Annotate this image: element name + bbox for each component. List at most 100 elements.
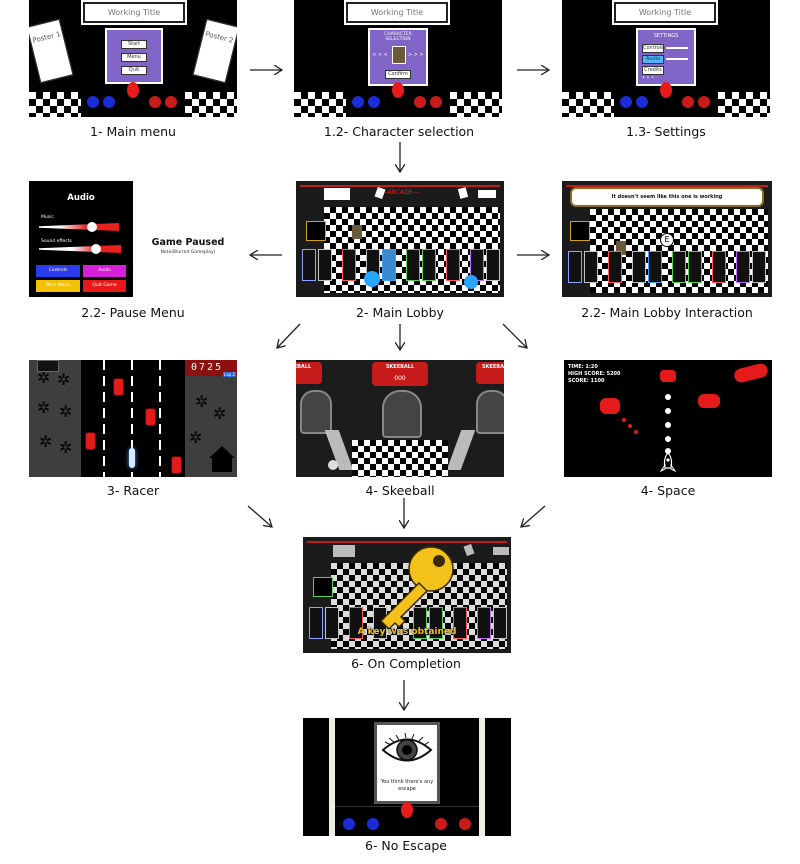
arcade-cabinet[interactable] <box>342 249 356 281</box>
arcade-cabinet[interactable] <box>413 607 427 639</box>
arcade-cabinet[interactable] <box>712 251 726 283</box>
arcade-cabinet[interactable] <box>584 251 598 283</box>
credits-option[interactable]: Credits <box>642 66 664 75</box>
arcade-cabinet[interactable] <box>736 251 750 283</box>
exit-door[interactable] <box>313 577 333 597</box>
blue-button-2[interactable] <box>367 818 379 830</box>
audio-option[interactable]: Audio <box>642 55 664 64</box>
player-rocket-icon[interactable] <box>658 452 678 474</box>
arcade-cabinet[interactable] <box>453 607 467 639</box>
skeeball-target-left[interactable] <box>300 390 332 434</box>
arcade-cabinet[interactable] <box>325 607 339 639</box>
character-selection-screen: Working Title CHARACTER SELECTION < < < … <box>294 0 502 117</box>
arcade-cabinet[interactable] <box>406 249 420 281</box>
arcade-cabinet[interactable] <box>648 251 662 283</box>
blue-button-2[interactable] <box>636 96 648 108</box>
red-button-2[interactable] <box>165 96 177 108</box>
player-motorbike[interactable] <box>129 448 135 468</box>
arcade-cabinet[interactable] <box>493 607 507 639</box>
arcade-cabinet[interactable] <box>302 249 316 281</box>
joystick-ball[interactable] <box>392 82 404 98</box>
arcade-cabinet[interactable] <box>477 607 491 639</box>
tree-icon: ✲ <box>195 392 209 411</box>
audio-button[interactable]: Audio <box>83 265 126 277</box>
caption-skeeball: 4- Skeeball <box>365 483 435 498</box>
blue-button-1[interactable] <box>352 96 364 108</box>
red-button-1[interactable] <box>414 96 426 108</box>
quit-button[interactable]: Quit <box>121 66 147 75</box>
arcade-cabinet[interactable] <box>608 251 622 283</box>
skeeball-ball[interactable] <box>328 460 338 470</box>
skeeball-target-right[interactable] <box>476 390 504 434</box>
settings-panel: SETTINGS Controls Audio Credits • • • <box>636 28 696 86</box>
skeeball-target-center[interactable] <box>382 390 422 438</box>
tree-icon: ✲ <box>59 402 73 421</box>
arcade-cabinet[interactable] <box>422 249 436 281</box>
player-bullet <box>665 422 671 428</box>
sfx-slider[interactable] <box>39 245 121 253</box>
start-button[interactable]: Start <box>121 40 147 49</box>
prev-character-button[interactable]: < < < <box>372 52 388 58</box>
joystick-ball[interactable] <box>401 802 413 818</box>
blue-button-1[interactable] <box>343 818 355 830</box>
more-dots: • • • <box>642 75 655 81</box>
enemy-car <box>85 432 96 450</box>
blue-button-2[interactable] <box>103 96 115 108</box>
skeeball-sign-label: SKEEBALL <box>385 364 415 370</box>
red-button-2[interactable] <box>459 818 471 830</box>
poster-1: Poster 1 <box>29 18 74 84</box>
sfx-slider-knob[interactable] <box>91 244 101 254</box>
arcade-cabinet[interactable] <box>688 251 702 283</box>
caption-main-lobby: 2- Main Lobby <box>356 305 444 320</box>
red-button-1[interactable] <box>435 818 447 830</box>
blue-button-1[interactable] <box>620 96 632 108</box>
exit-door[interactable] <box>570 221 590 241</box>
music-slider[interactable] <box>666 47 688 49</box>
exit-door[interactable] <box>306 221 326 241</box>
lobby-poster-3 <box>457 187 469 199</box>
completion-screen: A key was obtained <box>303 537 511 653</box>
quit-game-button[interactable]: Quit Game <box>83 280 126 292</box>
blue-orb <box>464 275 478 289</box>
sfx-slider[interactable] <box>666 58 688 60</box>
blue-button-2[interactable] <box>368 96 380 108</box>
menu-button[interactable]: Menu <box>121 53 147 62</box>
next-character-button[interactable]: > > > <box>408 52 424 58</box>
red-button-1[interactable] <box>682 96 694 108</box>
arcade-cabinet[interactable] <box>752 251 766 283</box>
arcade-cabinet[interactable] <box>632 251 646 283</box>
arcade-cabinet[interactable] <box>486 249 500 281</box>
arcade-cabinet[interactable] <box>349 607 363 639</box>
arcade-cabinet[interactable] <box>568 251 582 283</box>
caption-pause-menu: 2.2- Pause Menu <box>81 305 185 320</box>
caption-lobby-interaction: 2.2- Main Lobby Interaction <box>581 305 753 320</box>
confirm-button[interactable]: Confirm <box>385 70 411 79</box>
main-menu-screen: Poster 1 Poster 2 Working Title Start Me… <box>29 0 237 117</box>
arcade-cabinet[interactable] <box>672 251 686 283</box>
joystick-ball[interactable] <box>127 82 139 98</box>
controls-option[interactable]: Controls <box>642 44 664 53</box>
arrow-lobby-to-racer <box>277 323 301 348</box>
road-divider-1 <box>103 360 105 477</box>
skeeball-floor <box>352 440 448 477</box>
enemy-swarm <box>698 394 720 408</box>
main-menu-button[interactable]: Main Menu <box>36 280 80 292</box>
music-slider-knob[interactable] <box>87 222 97 232</box>
arcade-cabinet[interactable] <box>429 607 443 639</box>
arcade-cabinet[interactable] <box>309 607 323 639</box>
controls-button[interactable]: Controls <box>36 265 80 277</box>
arcade-cabinet[interactable] <box>318 249 332 281</box>
arcade-cabinet[interactable] <box>382 249 396 281</box>
joystick-ball[interactable] <box>660 82 672 98</box>
blue-button-1[interactable] <box>87 96 99 108</box>
skeeball-score: 000 <box>394 375 406 382</box>
arcade-cabinet[interactable] <box>446 249 460 281</box>
pause-menu-screen: Audio Music Sound effects Controls Audio… <box>29 181 133 297</box>
poster-2-label: Poster 2 <box>204 30 235 45</box>
arrow-lobby-to-space <box>502 323 527 348</box>
red-button-2[interactable] <box>430 96 442 108</box>
arcade-cabinet-row <box>309 607 507 649</box>
red-button-1[interactable] <box>149 96 161 108</box>
music-slider[interactable] <box>39 223 119 231</box>
red-button-2[interactable] <box>698 96 710 108</box>
